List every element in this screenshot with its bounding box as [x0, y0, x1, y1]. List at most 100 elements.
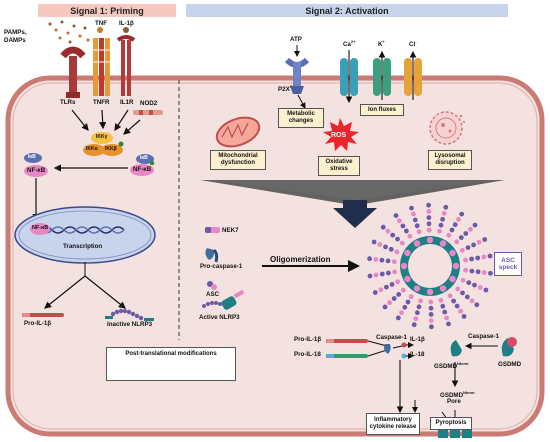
speck-arm-bead [475, 269, 481, 275]
nod2-label: NOD2 [140, 100, 158, 107]
ikb-nfkb-right [130, 154, 155, 176]
speck-arm-bead [487, 253, 493, 259]
speck-arm-bead [428, 312, 434, 317]
mitochondrion-icon [215, 116, 261, 148]
speck-arm-bead [469, 256, 474, 262]
ros-burst [323, 118, 359, 151]
active-nlrp3-protein [202, 289, 245, 310]
il18-fragment [401, 353, 414, 359]
pro-il1b-label: Pro-IL-1β [24, 320, 52, 327]
speck-arm-bead [460, 277, 466, 283]
pro-il1b-bar [22, 313, 64, 317]
ros-label: ROS [331, 132, 347, 139]
speck-inner-bead [439, 285, 447, 292]
pro-il1b-bar-2 [326, 339, 368, 343]
speck-arm-bead [452, 222, 458, 228]
speck-arm-bead [446, 232, 452, 238]
speck-arm-bead [455, 286, 461, 292]
ikk-complex [83, 132, 124, 156]
speck-inner-bead [413, 240, 421, 247]
lysosome-icon [429, 111, 465, 145]
tlr-receptor [60, 46, 86, 98]
nfkb-right-label: NF-κB [133, 166, 152, 173]
speck-arm-bead [387, 300, 392, 306]
speck-arm-bead [378, 287, 384, 293]
dna-strand [39, 226, 125, 234]
pro-il18-label: Pro-IL-18 [294, 351, 321, 358]
speck-arm-bead [379, 257, 385, 263]
signal2-header: Signal 2: Activation [186, 4, 508, 17]
il18-label: IL-18 [410, 351, 425, 358]
tnf-label: TNF [95, 20, 108, 27]
caspase1-label: Caspase-1 [376, 334, 407, 341]
transcription-label: Transcription [63, 243, 103, 250]
speck-arm-bead [388, 246, 394, 252]
speck-arm-bead [397, 218, 402, 224]
tlrs-label: TLRs [60, 99, 76, 106]
ikkg-label: IKKγ [96, 134, 108, 140]
asc-speck [367, 202, 493, 330]
down-arrow [333, 200, 377, 228]
speck-arm-bead [471, 242, 476, 248]
speck-arm-bead [377, 242, 383, 247]
speck-arm-bead [413, 316, 419, 322]
speck-arm-bead [416, 304, 422, 310]
speck-arm-bead [367, 256, 372, 262]
speck-inner-bead [404, 249, 411, 257]
speck-arm-bead [411, 322, 417, 328]
speck-arm-bead [426, 221, 432, 227]
speck-arm-bead [390, 232, 396, 238]
ion-fluxes-box: Ion fluxes [360, 104, 404, 116]
nek7-protein [205, 227, 220, 233]
tnfr-receptor [93, 27, 110, 96]
speck-center [408, 244, 452, 288]
speck-arm-bead [444, 315, 449, 321]
speck-arm-bead [463, 231, 469, 236]
speck-arm-bead [384, 284, 389, 290]
speck-arm-bead [428, 299, 434, 305]
speck-arm-bead [454, 239, 460, 245]
ikb-right-label: IκB [140, 155, 148, 161]
k-label: K+ [378, 39, 385, 49]
cl-channel [404, 58, 422, 96]
gsdmd-pore [438, 424, 472, 438]
speck-arm-bead [481, 254, 487, 260]
speck-arm-bead [466, 280, 472, 286]
pore-label: Pore [447, 398, 461, 405]
speck-arm-bead [443, 204, 449, 210]
speck-inner-bead [400, 262, 408, 270]
speck-arm-bead [458, 235, 464, 241]
mito-box: Mitochondrial dysfunction [210, 150, 266, 170]
speck-arm-bead [469, 298, 475, 304]
speck-arm-bead [449, 227, 455, 233]
speck-arm-bead [437, 228, 442, 234]
nfkb-left-label: NF-κB [27, 167, 46, 174]
speck-arm-bead [463, 257, 468, 263]
pro-caspase1-protein [205, 248, 219, 263]
gsdmd-nterm-label: GSDMDNterm [434, 361, 469, 371]
speck-arm-bead [391, 296, 397, 301]
speck-arm-bead [392, 269, 397, 275]
pamps-dots [48, 20, 90, 44]
speck-arm-bead [447, 293, 453, 299]
pro-caspase1-label: Pro-caspase-1 [200, 263, 243, 270]
active-nlrp3-label: Active NLRP3 [199, 314, 240, 321]
damps-label: DAMPs [4, 37, 26, 44]
speck-arm-bead [395, 315, 401, 321]
ikb-nfkb-left [24, 153, 48, 177]
speck-arm-bead [440, 216, 445, 222]
speck-arm-bead [409, 205, 414, 211]
speck-arm-bead [367, 273, 373, 279]
speck-arm-bead [404, 228, 409, 234]
speck-arm-bead [481, 270, 487, 275]
tnfr-label: TNFR [93, 99, 110, 106]
speck-arm-bead [476, 239, 482, 245]
speck-arm-bead [465, 245, 471, 251]
signal1-header: Signal 1: Priming [38, 4, 176, 17]
atp-label: ATP [290, 36, 302, 43]
inflammatory-box: Inflammatory cytokine release [366, 413, 420, 435]
p2x7-label: P2X7 [278, 84, 292, 94]
speck-arm-bead [459, 211, 465, 217]
speck-arm-bead [415, 310, 420, 316]
